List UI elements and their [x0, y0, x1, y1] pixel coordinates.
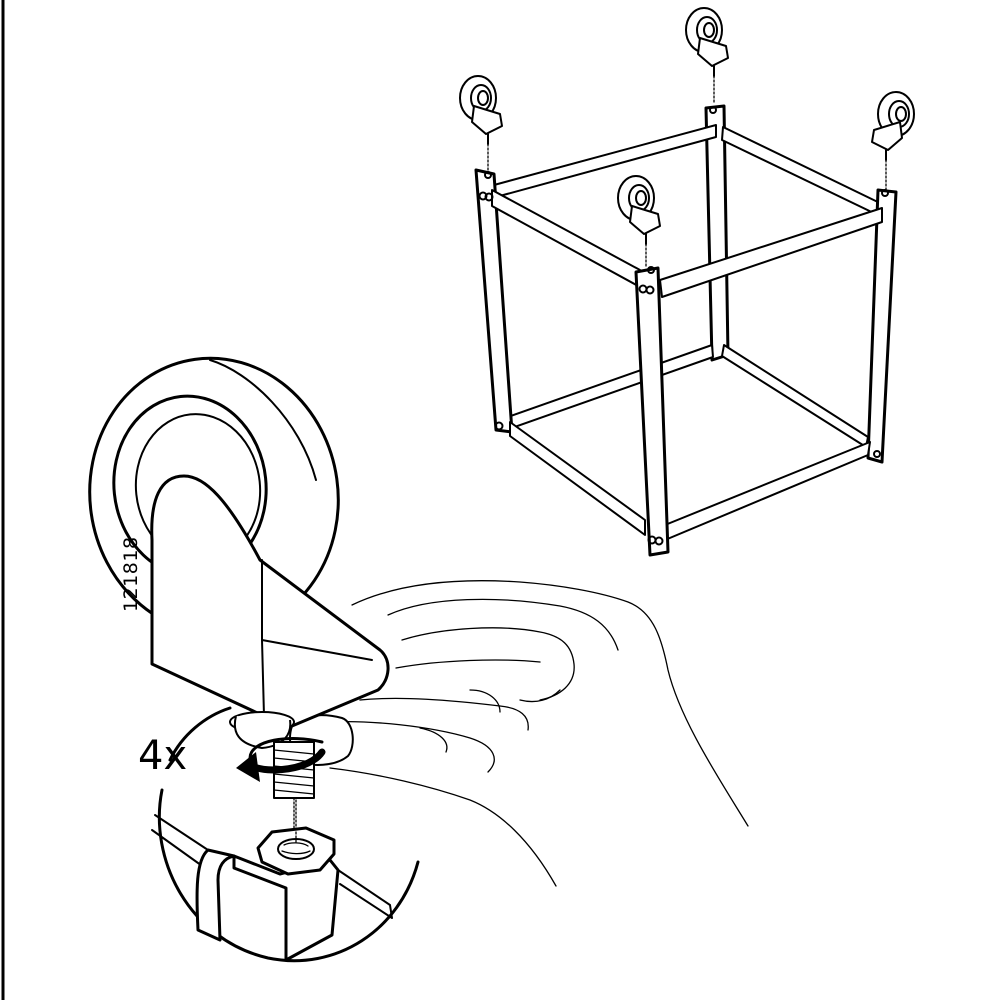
clockwise-arrow-icon — [236, 737, 326, 782]
corner-detail — [151, 706, 420, 963]
caster-wheel-icon — [871, 91, 915, 191]
article-number: 121818 — [120, 536, 142, 612]
caster-wheel-icon — [459, 75, 503, 171]
caster-wheel-icon — [88, 356, 390, 831]
hand-icon — [289, 579, 749, 887]
caster-wheel-icon — [685, 7, 729, 105]
cube-frame-icon — [474, 104, 898, 557]
caster-wheel-icon — [617, 175, 661, 269]
quantity-label: 4x — [138, 733, 188, 779]
